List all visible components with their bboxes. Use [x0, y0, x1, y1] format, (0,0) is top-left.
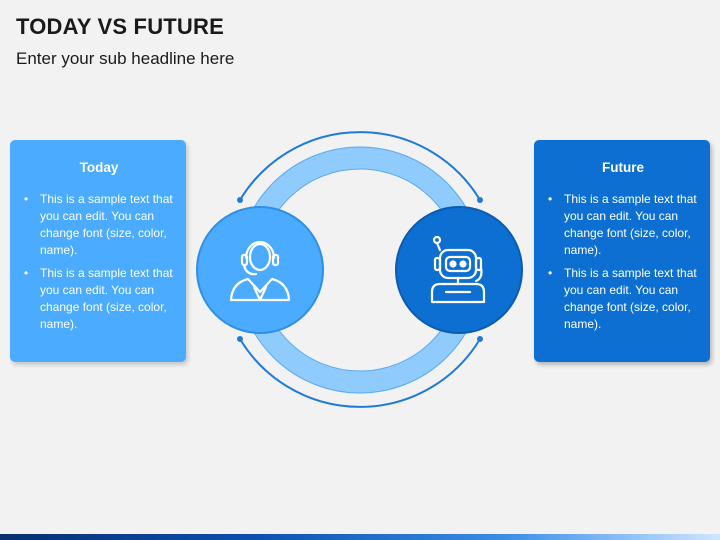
customer-support-agent-icon [229, 240, 291, 302]
bottom-arc-right-dot [477, 336, 483, 342]
today-bullet-2: This is a sample text that you can edit.… [22, 265, 176, 333]
today-card: Today This is a sample text that you can… [10, 140, 186, 362]
page-subtitle: Enter your sub headline here [16, 49, 235, 68]
top-arc-right-dot [477, 197, 483, 203]
bottom-arc [239, 338, 481, 408]
future-bullet-list: This is a sample text that you can edit.… [546, 191, 700, 333]
today-bullet-1: This is a sample text that you can edit.… [22, 191, 176, 259]
future-bullet-1: This is a sample text that you can edit.… [546, 191, 700, 259]
page-title: TODAY VS FUTURE [16, 14, 224, 39]
robot-support-agent-icon [430, 235, 486, 304]
bottom-gradient-bar [0, 534, 720, 540]
today-bullet-list: This is a sample text that you can edit.… [22, 191, 176, 333]
today-card-title: Today [79, 160, 119, 175]
bottom-arc-left-dot [237, 336, 243, 342]
future-card: Future This is a sample text that you ca… [534, 140, 710, 362]
top-arc-left-dot [237, 197, 243, 203]
top-arc [239, 131, 481, 201]
future-bullet-2: This is a sample text that you can edit.… [546, 265, 700, 333]
future-card-title: Future [602, 160, 644, 175]
